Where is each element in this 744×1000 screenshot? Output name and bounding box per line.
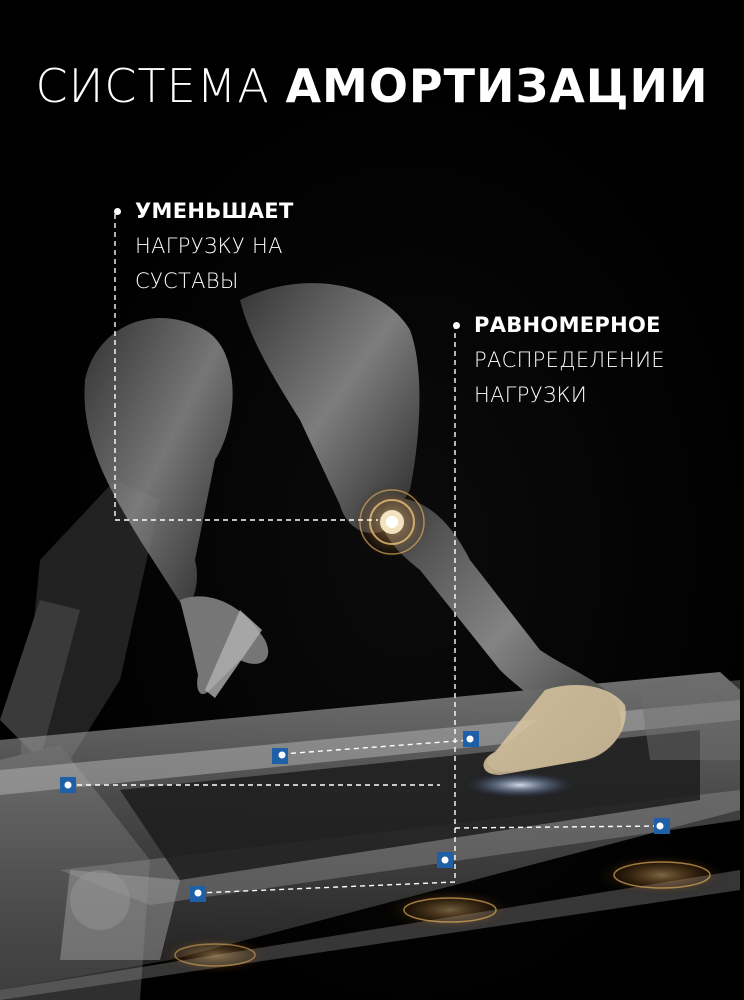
bullet-dot xyxy=(453,322,460,329)
callout-joints: УМЕНЬШАЕТ НАГРУЗКУ НА СУСТАВЫ xyxy=(114,194,294,299)
callout-distribution: РАВНОМЕРНОЕ РАСПРЕДЕЛЕНИЕ НАГРУЗКИ xyxy=(453,308,665,413)
callout-heading: УМЕНЬШАЕТ xyxy=(135,199,294,223)
foot-impact-glow xyxy=(460,771,580,799)
callout-line: СУСТАВЫ xyxy=(135,269,239,293)
front-leg xyxy=(240,283,626,775)
title-light: СИСТЕМА xyxy=(35,59,286,113)
title-bold: АМОРТИЗАЦИИ xyxy=(285,59,709,113)
bullet-dot xyxy=(114,208,121,215)
back-leg xyxy=(84,318,269,698)
knee-glow xyxy=(352,482,432,562)
callout-line: НАГРУЗКУ НА xyxy=(135,234,283,258)
leader-lines xyxy=(68,214,661,894)
marker-points xyxy=(60,731,670,902)
callout-heading: РАВНОМЕРНОЕ xyxy=(474,313,661,337)
callout-line: НАГРУЗКИ xyxy=(474,383,588,407)
treadmill-deck xyxy=(0,672,740,1000)
callout-line: РАСПРЕДЕЛЕНИЕ xyxy=(474,348,665,372)
page-title: СИСТЕМА АМОРТИЗАЦИИ xyxy=(0,60,744,112)
shock-absorber-glows xyxy=(155,853,732,975)
